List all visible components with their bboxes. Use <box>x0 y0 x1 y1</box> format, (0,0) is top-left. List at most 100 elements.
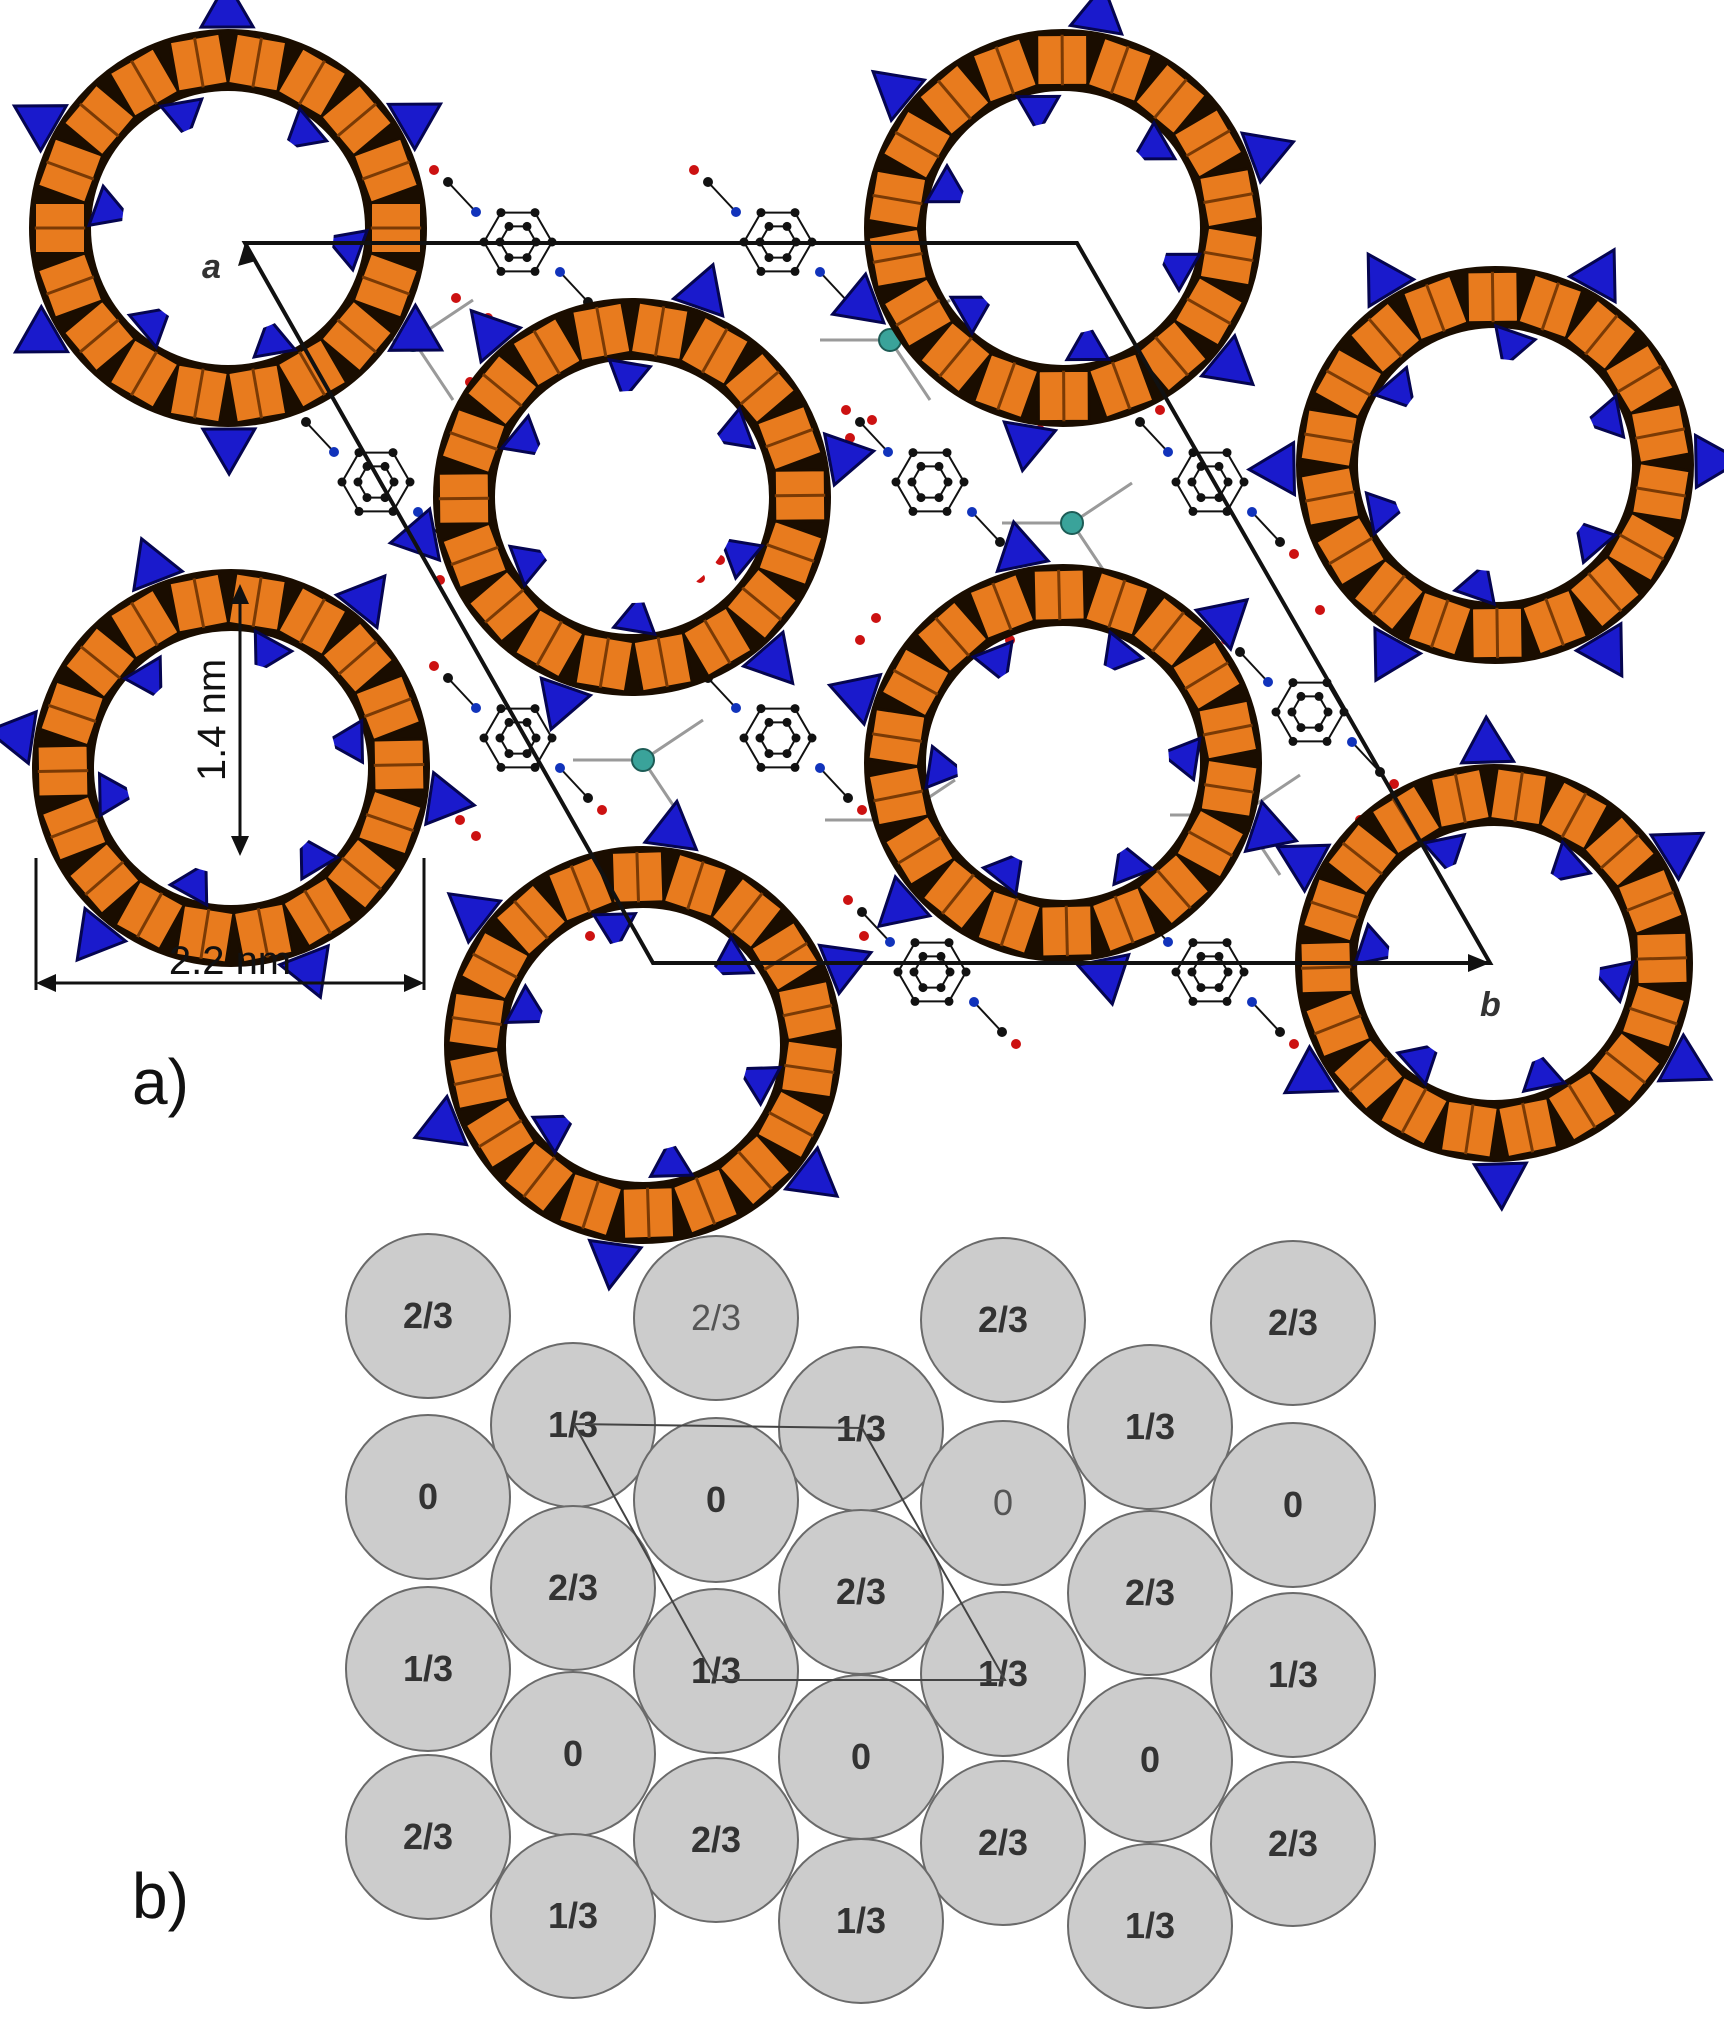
disc-shape <box>920 1591 1086 1757</box>
tetrahedron <box>1001 420 1059 474</box>
tetrahedron <box>876 873 933 929</box>
stacking-disc: 0 <box>345 1414 511 1580</box>
disc-height-label: 2/3 <box>1125 1572 1175 1613</box>
aromatic-linker <box>843 895 1021 1049</box>
unit-cell <box>238 241 1494 972</box>
disc-shape <box>345 1233 511 1399</box>
tetrahedron <box>1243 798 1300 854</box>
tetrahedron <box>587 1238 644 1292</box>
disc-shape <box>1210 1592 1376 1758</box>
stacking-disc: 0 <box>778 1674 944 1840</box>
panel-a-label: a) <box>132 1046 189 1118</box>
tetrahedron <box>1451 560 1497 607</box>
tetrahedron <box>970 639 1014 686</box>
stacking-disc: 1/3 <box>1210 1592 1376 1758</box>
disc-height-label: 1/3 <box>1125 1905 1175 1946</box>
stacking-disc: 2/3 <box>920 1237 1086 1403</box>
wheel-ring <box>1274 714 1714 1212</box>
tetrahedron <box>822 431 877 488</box>
stacking-disc: 1/3 <box>490 1342 656 1508</box>
tetrahedron <box>1064 320 1112 362</box>
tetrahedron <box>606 357 654 402</box>
disc-height-label: 0 <box>563 1733 583 1774</box>
stacking-disc: 2/3 <box>490 1505 656 1671</box>
disc-height-label: 1/3 <box>978 1653 1028 1694</box>
stacking-disc: 0 <box>1210 1422 1376 1588</box>
disc-height-label: 2/3 <box>836 1571 886 1612</box>
axis-b-label: b <box>1480 986 1501 1024</box>
oxygen-atom <box>859 931 869 941</box>
tetrahedron <box>1130 119 1178 161</box>
polyoxometalate-rings <box>0 0 1724 1292</box>
tetrahedron <box>530 1114 578 1156</box>
tetrahedron <box>299 834 341 882</box>
tetrahedron <box>642 798 699 852</box>
disc-height-label: 1/3 <box>1268 1654 1318 1695</box>
tetrahedron <box>198 0 256 29</box>
tetrahedron <box>12 303 71 354</box>
tetrahedron <box>736 1065 783 1108</box>
tetrahedron <box>1155 252 1203 294</box>
oxygen-atom <box>471 831 481 841</box>
disc-shape <box>345 1414 511 1580</box>
disc-shape <box>920 1237 1086 1403</box>
tetrahedron <box>1573 519 1618 566</box>
tetrahedron <box>0 709 39 767</box>
aromatic-linker <box>1121 405 1299 559</box>
panel-b-label: b) <box>132 1860 189 1932</box>
tetrahedron <box>1521 1048 1568 1094</box>
oxygen-atom <box>585 931 595 941</box>
tetrahedron <box>829 271 887 325</box>
tetrahedron <box>86 183 133 228</box>
tetrahedron <box>1352 921 1399 967</box>
tetrahedron <box>1198 332 1256 387</box>
disc-height-label: 2/3 <box>1268 1302 1318 1343</box>
tetrahedron <box>75 905 129 963</box>
tetrahedron <box>507 544 554 589</box>
tetrahedron <box>446 891 504 945</box>
stacking-disc: 1/3 <box>490 1833 656 1999</box>
stacking-disc: 2/3 <box>345 1754 511 1920</box>
unit-cell-b-outline <box>573 1423 1007 1681</box>
oxygen-atom <box>871 613 881 623</box>
width-arrow-left <box>36 974 56 992</box>
disc-shape <box>490 1505 656 1671</box>
unit-cell-projection <box>573 1423 1007 1681</box>
stacking-disc: 2/3 <box>1210 1240 1376 1406</box>
oxygen-atom <box>455 815 465 825</box>
aromatic-linker <box>1121 895 1299 1049</box>
oxygen-atom <box>867 415 877 425</box>
stacking-disc: 2/3 <box>778 1509 944 1675</box>
tetrahedron <box>1067 0 1125 36</box>
tetrahedron <box>387 302 445 352</box>
tetrahedron <box>469 308 524 365</box>
axis-a-arrowhead <box>238 243 256 266</box>
stacking-disc: 2/3 <box>920 1760 1086 1926</box>
width-dimension-label: 2.2 nm <box>169 939 291 983</box>
tetrahedron <box>121 654 163 702</box>
disc-height-label: 2/3 <box>403 1816 453 1857</box>
disc-shape <box>633 1757 799 1923</box>
disc-shape <box>1067 1510 1233 1676</box>
tetrahedron <box>251 314 299 359</box>
tetrahedron <box>1648 831 1706 883</box>
tetrahedron <box>1373 625 1424 683</box>
disc-shape <box>345 1754 511 1920</box>
wheel-ring <box>826 519 1300 1007</box>
tetrahedron <box>1074 952 1131 1007</box>
stacking-disc: 1/3 <box>1067 1344 1233 1510</box>
tetrahedron <box>648 1136 695 1178</box>
tetrahedron <box>323 717 365 765</box>
tetrahedron <box>1364 490 1409 537</box>
stacking-disc: 0 <box>490 1671 656 1837</box>
disc-height-label: 1/3 <box>403 1648 453 1689</box>
disc-shape <box>1210 1240 1376 1406</box>
stacking-disc: 1/3 <box>633 1588 799 1754</box>
disc-height-label: 0 <box>706 1479 726 1520</box>
disc-shape <box>778 1838 944 2004</box>
wheel-ring <box>387 261 877 733</box>
disc-height-label: 2/3 <box>978 1299 1028 1340</box>
tetrahedron <box>200 427 258 477</box>
disc-height-label: 2/3 <box>691 1297 741 1338</box>
disc-height-label: 2/3 <box>691 1819 741 1860</box>
